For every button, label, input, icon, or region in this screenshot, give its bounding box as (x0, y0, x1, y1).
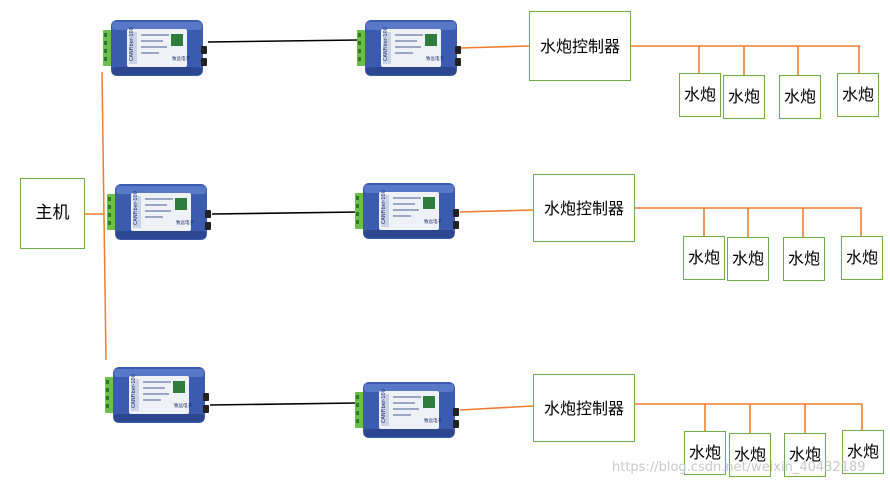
cannon-label: 水炮 (845, 248, 878, 267)
water-cannon-box: 水炮 (841, 236, 883, 280)
water-cannon-box: 水炮 (842, 430, 884, 474)
host-box: 主机 (20, 178, 85, 249)
cannon-label: 水炮 (688, 443, 721, 462)
fiber-converter-device (355, 382, 459, 438)
device-to-controller-row1 (459, 45, 530, 49)
fiber-link-row3 (209, 402, 357, 406)
cannon-label: 水炮 (783, 87, 816, 106)
device-to-controller-row3 (459, 405, 534, 411)
cannon-bus-row2 (635, 207, 862, 238)
controller-label: 水炮控制器 (543, 398, 624, 418)
water-cannon-box: 水炮 (684, 431, 726, 475)
water-cannon-box: 水炮 (784, 433, 826, 477)
water-cannon-box: 水炮 (729, 433, 771, 477)
cannon-bus-row1 (631, 45, 860, 76)
cannon-label: 水炮 (788, 445, 821, 464)
host-bus-line (101, 71, 107, 361)
water-cannon-box: 水炮 (783, 237, 825, 281)
watermark-text: https://blog.csdn.net/weixin_40432189 (612, 460, 866, 475)
water-cannon-box: 水炮 (779, 75, 821, 119)
fiber-converter-device (105, 367, 209, 423)
water-cannon-box: 水炮 (723, 75, 765, 119)
fiber-link-row2 (211, 211, 359, 215)
cannon-label: 水炮 (846, 442, 879, 461)
cannon-label: 水炮 (731, 249, 764, 268)
host-label: 主机 (35, 203, 70, 223)
water-cannon-box: 水炮 (679, 73, 721, 117)
fiber-converter-device (357, 20, 461, 76)
device-to-controller-row2 (459, 209, 534, 213)
fiber-converter-device (355, 183, 459, 239)
controller-label: 水炮控制器 (539, 36, 620, 56)
water-cannon-box: 水炮 (727, 237, 769, 281)
controller-box-row1: 水炮控制器 (529, 11, 631, 81)
cannon-label: 水炮 (727, 87, 760, 106)
cannon-bus-row3 (635, 403, 863, 434)
controller-label: 水炮控制器 (543, 198, 624, 218)
fiber-link-row1 (207, 39, 359, 43)
water-cannon-box: 水炮 (683, 236, 725, 280)
water-cannon-box: 水炮 (837, 73, 879, 117)
controller-box-row3: 水炮控制器 (533, 374, 635, 442)
cannon-label: 水炮 (787, 249, 820, 268)
cannon-label: 水炮 (733, 445, 766, 464)
fiber-converter-device (103, 20, 207, 76)
cannon-label: 水炮 (841, 85, 874, 104)
fiber-converter-device (107, 184, 211, 240)
controller-box-row2: 水炮控制器 (533, 174, 635, 242)
cannon-label: 水炮 (683, 85, 716, 104)
cannon-label: 水炮 (687, 248, 720, 267)
